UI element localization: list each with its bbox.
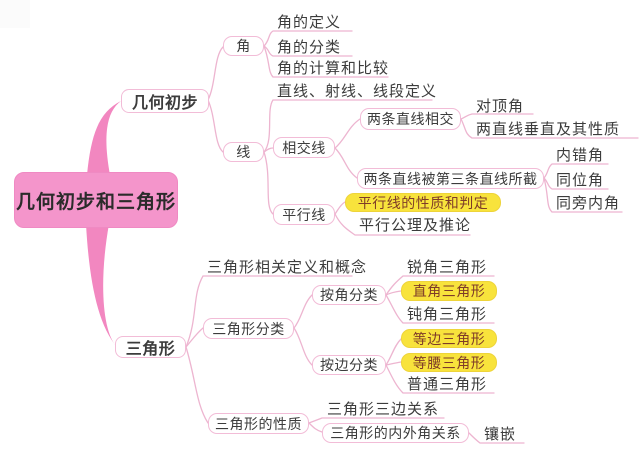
- leaf-vertical-angles[interactable]: 对顶角: [476, 98, 525, 115]
- node-triangle-classification[interactable]: 三角形分类: [203, 318, 294, 339]
- node-parallel-properties-highlight[interactable]: 平行线的性质和判定: [345, 193, 501, 212]
- leaf-angle-calculation[interactable]: 角的计算和比较: [277, 60, 390, 77]
- node-angle[interactable]: 角: [223, 36, 264, 56]
- node-transversal[interactable]: 两条直线被第三条直线所截: [357, 168, 544, 189]
- leaf-acute-triangle[interactable]: 锐角三角形: [407, 259, 488, 276]
- connector-lines: [185, 30, 639, 444]
- leaf-corresponding-angles[interactable]: 同位角: [556, 172, 605, 189]
- leaf-tessellation[interactable]: 镶嵌: [484, 426, 517, 443]
- node-triangle-properties[interactable]: 三角形的性质: [208, 413, 309, 434]
- node-interior-exterior-angle-relation[interactable]: 三角形的内外角关系: [322, 423, 469, 443]
- node-classify-by-side[interactable]: 按边分类: [312, 355, 386, 375]
- trunk-lower: [86, 224, 117, 347]
- trunk-upper: [87, 101, 121, 175]
- leaf-triangle-side-relation[interactable]: 三角形三边关系: [327, 401, 440, 418]
- leaf-line-definitions[interactable]: 直线、射线、线段定义: [277, 83, 438, 100]
- leaf-parallel-axiom[interactable]: 平行公理及推论: [359, 217, 472, 234]
- leaf-angle-definition[interactable]: 角的定义: [277, 14, 342, 31]
- root-topic[interactable]: 几何初步和三角形: [14, 172, 178, 228]
- branch-geometry-basics[interactable]: 几何初步: [121, 89, 209, 113]
- node-isosceles-triangle-highlight[interactable]: 等腰三角形: [401, 353, 497, 372]
- node-classify-by-angle[interactable]: 按角分类: [312, 285, 386, 305]
- node-intersecting-lines[interactable]: 相交线: [273, 137, 335, 158]
- leaf-alternate-interior-angles[interactable]: 内错角: [556, 147, 605, 164]
- leaf-perpendicular-properties[interactable]: 两直线垂直及其性质: [476, 121, 621, 138]
- leaf-co-interior-angles[interactable]: 同旁内角: [556, 195, 621, 212]
- leaf-obtuse-triangle[interactable]: 钝角三角形: [407, 306, 488, 323]
- leaf-angle-classification[interactable]: 角的分类: [277, 39, 342, 56]
- node-line[interactable]: 线: [223, 142, 264, 162]
- node-equilateral-triangle-highlight[interactable]: 等边三角形: [401, 329, 497, 348]
- leaf-scalene-triangle[interactable]: 普通三角形: [407, 376, 488, 393]
- leaf-triangle-concepts[interactable]: 三角形相关定义和概念: [207, 259, 368, 276]
- node-right-triangle-highlight[interactable]: 直角三角形: [401, 281, 497, 301]
- node-two-lines-intersect[interactable]: 两条直线相交: [360, 108, 461, 130]
- node-parallel-lines[interactable]: 平行线: [273, 204, 335, 225]
- branch-triangle[interactable]: 三角形: [115, 336, 186, 358]
- corner-artifact: [0, 0, 30, 28]
